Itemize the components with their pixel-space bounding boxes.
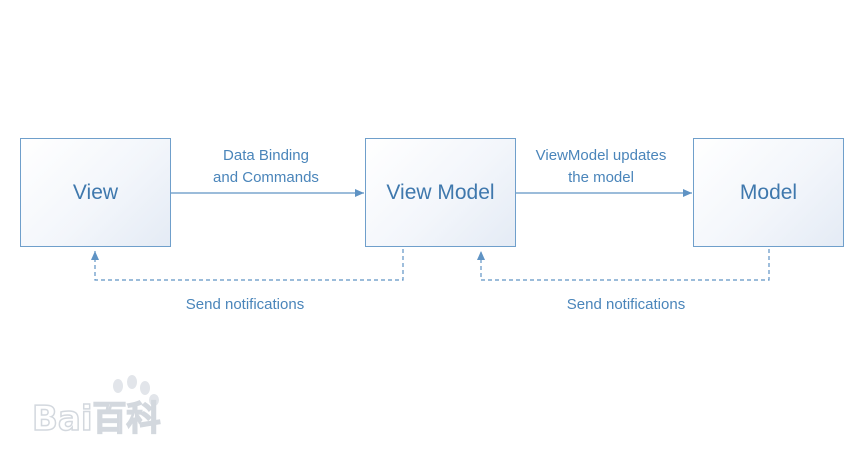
- send-notifications-label-left: Send notifications: [185, 296, 305, 313]
- data-binding-label-line2: and Commands: [213, 169, 319, 186]
- watermark-text: Bai百科: [32, 399, 161, 439]
- viewmodel-updates-label-line1: ViewModel updates: [535, 147, 667, 164]
- model-node-label: Model: [739, 180, 798, 204]
- data-binding-label-line1: Data Binding: [223, 147, 309, 164]
- view-model-node-label: View Model: [386, 180, 495, 204]
- view-node-label: View: [72, 180, 119, 204]
- send-notifications-label-right: Send notifications: [566, 296, 686, 313]
- dashed-arrow-viewmodel-to-view: [91, 249, 404, 281]
- dashed-arrow-model-to-viewmodel: [477, 249, 770, 281]
- viewmodel-updates-label-line2: the model: [568, 169, 634, 186]
- baidu-watermark-logo: Bai百科: [32, 375, 161, 440]
- viewmodel-updates-label: ViewModel updates the model: [516, 145, 686, 189]
- view-model-node: View Model: [365, 138, 516, 247]
- data-binding-label: Data Binding and Commands: [186, 145, 346, 189]
- view-node: View: [20, 138, 171, 247]
- model-node: Model: [693, 138, 844, 247]
